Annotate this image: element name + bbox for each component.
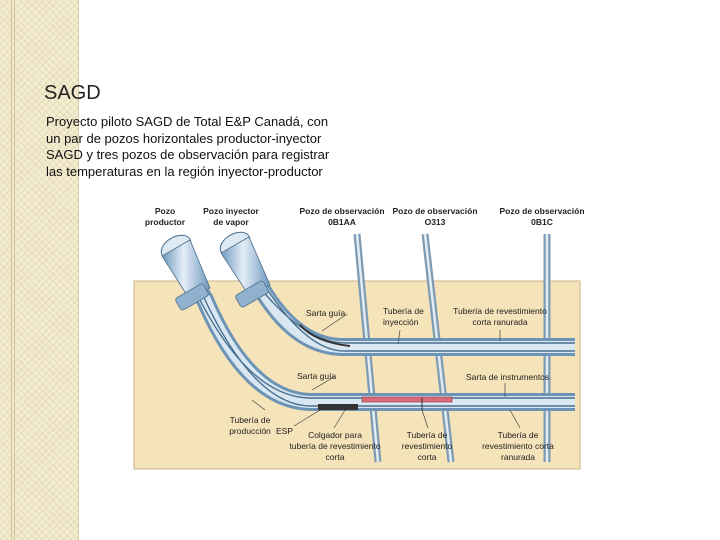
label-producer-well-1: Pozo [155,206,175,216]
label-slotted-liner-upper-1: Tubería de revestimiento [453,306,547,316]
label-steam-injector-2: de vapor [213,217,249,227]
label-obs-0b1aa-1: Pozo de observación [299,206,384,216]
label-esp: ESP [276,426,293,436]
side-rule [14,0,15,540]
label-obs-0b1c-2: 0B1C [531,217,553,227]
label-short-liner-2: revestimiento [402,441,453,451]
label-short-liner-3: corta [418,452,437,462]
label-injection-pipe-1: Tubería de [383,306,424,316]
label-producer-well-2: productor [145,217,186,227]
side-rule [11,0,12,540]
slide-title: SAGD [44,82,101,104]
producer-well [160,234,575,411]
slide-body-text: Proyecto piloto SAGD de Total E&P Canadá… [46,114,330,179]
label-guide-string-upper: Sarta guía [306,308,345,318]
label-steam-injector-1: Pozo inyector [203,206,259,216]
heater-section [361,396,453,403]
label-obs-0b1aa-2: 0B1AA [328,217,356,227]
label-guide-string-lower: Sarta guía [297,371,336,381]
steam-injector-well [219,231,575,356]
label-instrument-string: Sarta de instrumentos [466,372,549,382]
decorative-side-strip [0,0,79,540]
esp-pump [318,404,358,410]
label-slotted-liner-lower-1: Tubería de [498,430,539,440]
label-slotted-liner-lower-2: revestimiento corta [482,441,554,451]
label-production-pipe-2: producción [229,426,271,436]
label-obs-0313-1: Pozo de observación [392,206,477,216]
label-obs-0b1c-1: Pozo de observación [499,206,584,216]
label-short-liner-1: Tubería de [407,430,448,440]
label-liner-hanger-1: Colgador para [308,430,362,440]
label-liner-hanger-3: corta [326,452,345,462]
label-slotted-liner-upper-2: corta ranurada [472,317,528,327]
label-production-pipe-1: Tubería de [230,415,271,425]
label-obs-0313-2: O313 [425,217,446,227]
label-liner-hanger-2: tubería de revestimiento [289,441,380,451]
label-injection-pipe-2: inyección [383,317,419,327]
label-slotted-liner-lower-3: ranurada [501,452,535,462]
pointer-lines [251,313,521,429]
